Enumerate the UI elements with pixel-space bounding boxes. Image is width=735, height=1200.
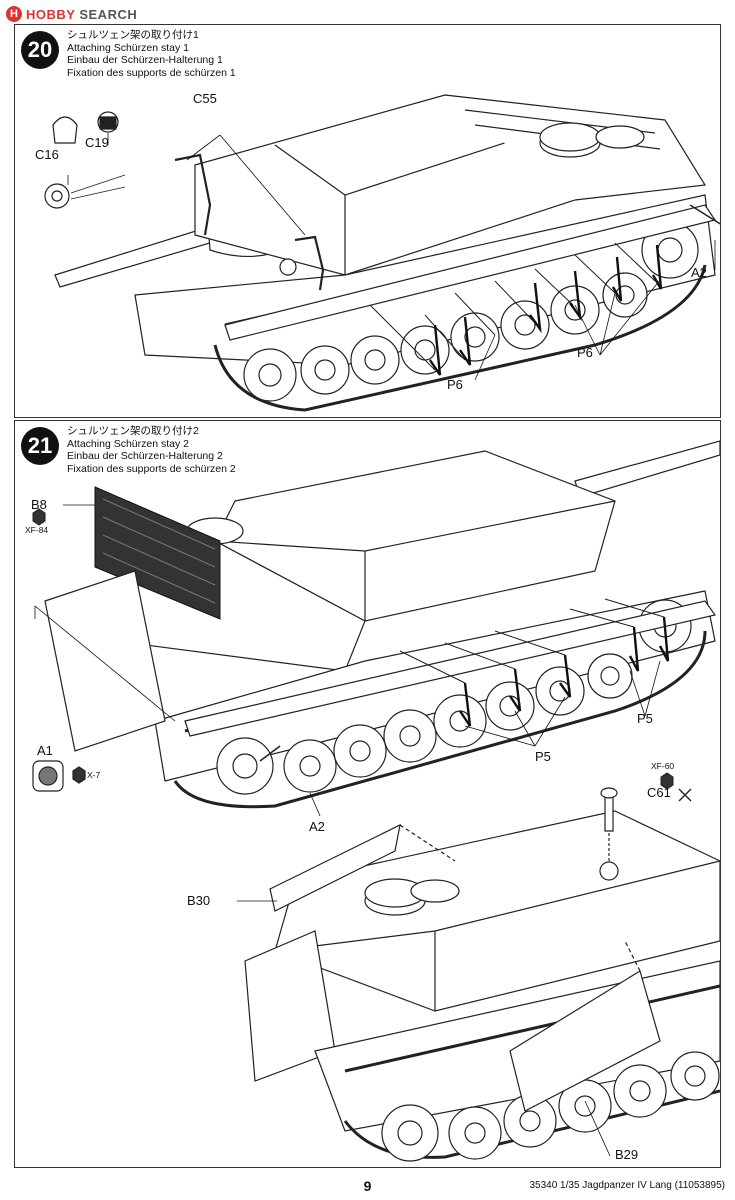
step-20-number: 20 [21, 31, 59, 69]
label-p5-right: P5 [637, 711, 653, 726]
watermark-logo-icon: H [6, 6, 22, 22]
label-x7: X-7 [87, 770, 101, 780]
label-c61: C61 [647, 785, 671, 800]
step-21-titles: シュルツェン架の取り付け2 Attaching Schürzen stay 2 … [67, 425, 236, 475]
step-21-number: 21 [21, 427, 59, 465]
label-xf84: XF-84 [25, 525, 49, 535]
label-xf60: XF-60 [651, 761, 675, 771]
step-21-title-fr: Fixation des supports de schürzen 2 [67, 462, 236, 475]
step-20-title-en: Attaching Schürzen stay 1 [67, 41, 189, 54]
step-20-title-ja: シュルツェン架の取り付け1 [67, 29, 199, 41]
label-c16: C16 [35, 147, 59, 162]
step-20-tank-illustration [44, 94, 720, 412]
step-20-panel: 20 シュルツェン架の取り付け1 Attaching Schürzen stay… [14, 24, 721, 418]
step-21-title-ja: シュルツェン架の取り付け2 [67, 425, 199, 437]
watermark-text: HOBBY SEARCH [26, 7, 137, 22]
label-a1: A1 [37, 743, 53, 758]
watermark-text-search: SEARCH [79, 6, 138, 22]
hobby-search-watermark: H HOBBY SEARCH [6, 4, 137, 24]
step-20-titles: シュルツェン架の取り付け1 Attaching Schürzen stay 1 … [67, 29, 236, 79]
label-b29: B29 [615, 1147, 639, 1162]
page-number: 9 [363, 1178, 372, 1194]
step-20-title-fr: Fixation des supports de schürzen 1 [67, 66, 236, 79]
label-a2-lower: A2 [309, 819, 325, 834]
label-p5-mid: P5 [535, 749, 551, 764]
watermark-text-hobby: HOBBY [26, 6, 76, 22]
label-b8: B8 [31, 497, 47, 512]
label-c55: C55 [193, 91, 217, 106]
step-21-title-de: Einbau der Schürzen-Halterung 2 [67, 450, 223, 462]
product-code: 35340 1/35 Jagdpanzer IV Lang (11053895) [529, 1180, 725, 1191]
label-a2: A2 [691, 265, 707, 280]
step-21-panel: 21 シュルツェン架の取り付け2 Attaching Schürzen stay… [14, 420, 721, 1168]
label-p6-left: P6 [447, 377, 463, 392]
step-21-title-en: Attaching Schürzen stay 2 [67, 437, 189, 450]
step-21-tank-illustrations [32, 440, 720, 1162]
label-b30: B30 [187, 893, 211, 908]
label-p6-right: P6 [577, 345, 593, 360]
step-20-title-de: Einbau der Schürzen-Halterung 1 [67, 54, 223, 66]
label-c19: C19 [85, 135, 109, 150]
